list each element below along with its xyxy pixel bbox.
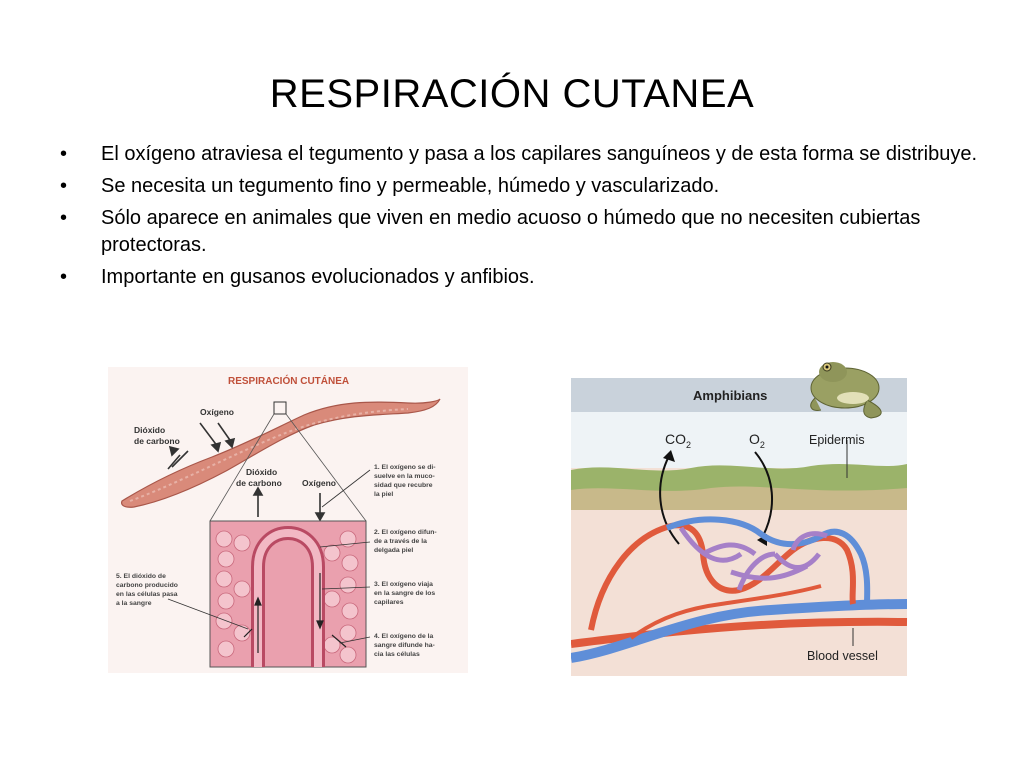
bullet-item: • Sólo aparece en animales que viven en m… xyxy=(60,205,980,259)
epidermis-lower-layer xyxy=(571,486,907,510)
capillary-network xyxy=(678,526,828,591)
step-2-line: delgada piel xyxy=(374,547,413,554)
step-2-line: 2. El oxígeno difun- xyxy=(374,529,437,536)
tissue-cells xyxy=(215,530,359,664)
step-5-line: a la sangre xyxy=(116,600,152,607)
o2-label: O2 xyxy=(749,431,765,450)
step-1-line: suelve en la muco- xyxy=(374,473,435,480)
co2-text: CO xyxy=(665,431,686,447)
bullet-text: El oxígeno atraviesa el tegumento y pasa… xyxy=(101,143,978,165)
step-notes-right: 1. El oxígeno se di- suelve en la muco- … xyxy=(319,464,437,658)
earthworm-respiration-figure: RESPIRACIÓN CUTÁNEA Oxígeno Dióxido de c… xyxy=(108,367,468,673)
bullet-text: Importante en gusanos evolucionados y an… xyxy=(101,266,535,288)
bullet-dot: • xyxy=(60,143,68,165)
label-oxigeno-mid: Oxígeno xyxy=(302,478,336,488)
bullet-text: Se necesita un tegumento fino y permeabl… xyxy=(101,175,720,197)
co2-subscript: 2 xyxy=(686,440,691,450)
bullet-dot: • xyxy=(60,266,68,288)
step-5-line: 5. El dióxido de xyxy=(116,573,166,580)
step-4-line: cia las células xyxy=(374,651,420,658)
bullet-item: • El oxígeno atraviesa el tegumento y pas… xyxy=(60,141,980,168)
bullet-dot: • xyxy=(60,207,68,229)
step-1-line: sidad que recubre xyxy=(374,482,433,489)
step-1-line: 1. El oxígeno se di- xyxy=(374,464,436,471)
bullet-text: Sólo aparece en animales que viven en me… xyxy=(101,207,921,256)
co2-arrowhead xyxy=(663,450,675,462)
step-2-line: de a través de la xyxy=(374,538,427,545)
co2-label: CO2 xyxy=(665,431,691,450)
frog-icon xyxy=(810,362,882,419)
zoom-line-left xyxy=(209,413,275,522)
label-dioxido-top-1: Dióxido xyxy=(134,425,165,435)
amphibian-diagram: Amphibians Epidermis CO2 O2 xyxy=(570,362,908,676)
step-3-line: capilares xyxy=(374,599,404,606)
o2-subscript: 2 xyxy=(760,440,765,450)
step-5-line: en las células pasa xyxy=(116,591,178,598)
blood-vessel-label: Blood vessel xyxy=(807,649,878,663)
step-4-line: 4. El oxígeno de la xyxy=(374,633,434,640)
step-1-line: la piel xyxy=(374,491,393,498)
water-layer xyxy=(571,412,907,468)
worm-figure-title: RESPIRACIÓN CUTÁNEA xyxy=(228,374,349,387)
step-notes-left: 5. El dióxido de carbono producido en la… xyxy=(116,573,249,630)
small-arteriole xyxy=(629,584,822,640)
gas-exchange-arrows xyxy=(659,451,773,545)
tissue-arrows xyxy=(243,573,347,653)
label-oxigeno-top: Oxígeno xyxy=(200,407,234,417)
label-dioxido-top-2: de carbono xyxy=(134,436,180,446)
step-4-line: sangre difunde ha- xyxy=(374,642,435,649)
zoom-box xyxy=(273,401,287,415)
step-3-line: en la sangre de los xyxy=(374,590,435,597)
capillary-lumen xyxy=(254,528,322,667)
amphibians-header: Amphibians xyxy=(693,388,767,403)
bullet-item: • Se necesita un tegumento fino y permeab… xyxy=(60,173,980,200)
arteriole-loop xyxy=(588,522,856,631)
bullet-item: • Importante en gusanos evolucionados y a… xyxy=(60,264,980,291)
bullet-list: • El oxígeno atraviesa el tegumento y pas… xyxy=(60,141,980,296)
o2-text: O xyxy=(749,431,760,447)
earthworm-diagram: RESPIRACIÓN CUTÁNEA Oxígeno Dióxido de c… xyxy=(108,367,468,673)
epidermis-layer xyxy=(571,464,907,494)
vein xyxy=(570,599,908,663)
venule-loop xyxy=(665,516,871,605)
earthworm-body xyxy=(121,398,441,508)
epidermis-label: Epidermis xyxy=(809,433,865,447)
label-dioxido-mid-2: de carbono xyxy=(236,478,282,488)
worm-mid-arrows xyxy=(252,486,326,522)
slide-title: RESPIRACIÓN CUTANEA xyxy=(269,72,755,116)
zoom-line-right xyxy=(285,413,367,522)
step-5-line: carbono producido xyxy=(116,582,178,589)
label-dioxido-mid-1: Dióxido xyxy=(246,467,277,477)
worm-top-arrows xyxy=(167,422,236,470)
bullet-dot: • xyxy=(60,175,68,197)
step-3-line: 3. El oxígeno viaja xyxy=(374,581,433,588)
artery xyxy=(570,617,908,648)
amphibian-skin-figure: Amphibians Epidermis CO2 O2 xyxy=(570,358,911,676)
